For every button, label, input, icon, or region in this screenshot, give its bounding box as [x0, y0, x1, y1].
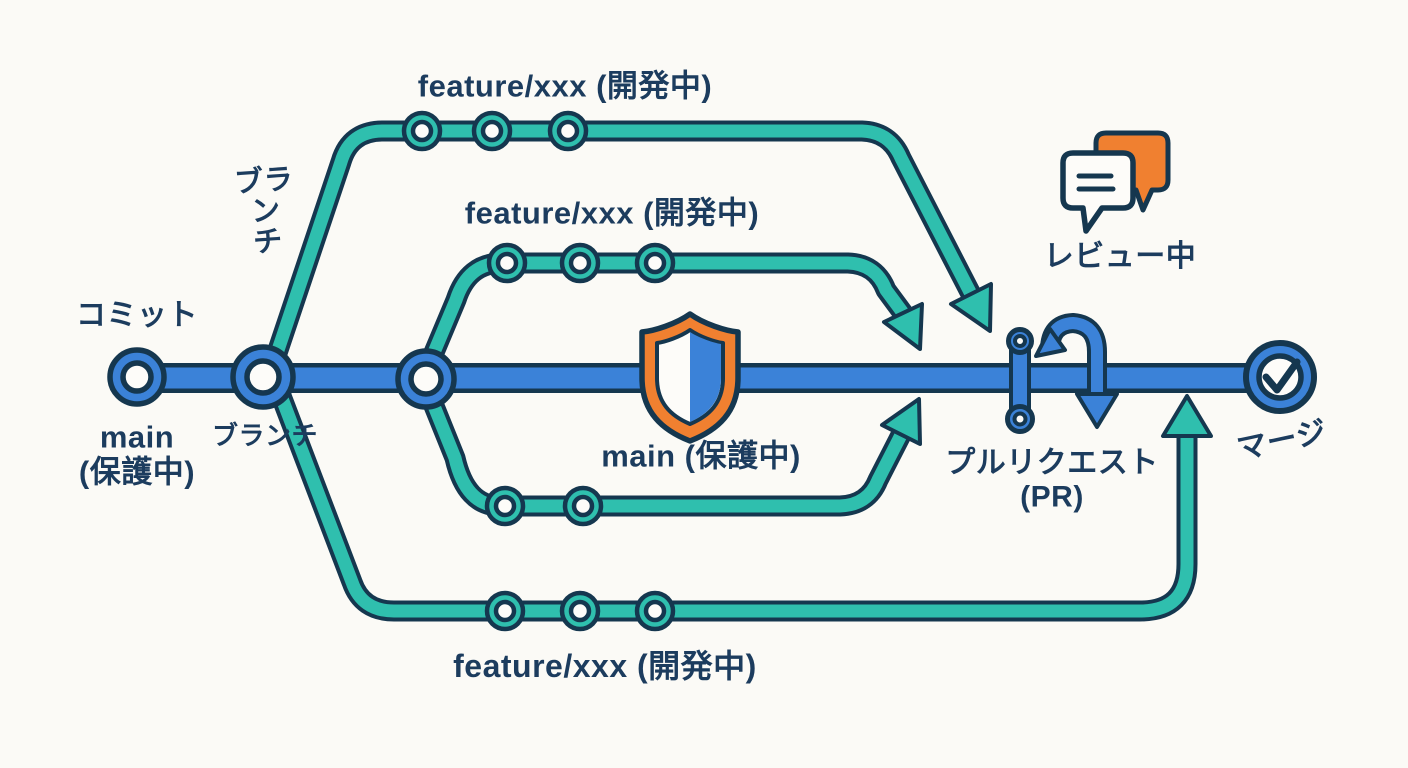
feature-branch-bottom-line — [268, 384, 1198, 622]
main-protected-center-label: main (保護中) — [601, 438, 801, 474]
feature-middle-label: feature/xxx (開発中) — [464, 195, 760, 231]
commit-label: コミット — [76, 299, 198, 333]
merge-check-icon — [1243, 340, 1317, 414]
commit-node-3 — [395, 348, 457, 410]
merge-arrowhead-top — [949, 282, 993, 333]
merge-arrowhead-lower-middle — [880, 397, 922, 446]
feature-branch-top-line — [262, 120, 981, 372]
shield-icon — [639, 311, 741, 444]
feature-bottom-commits — [484, 590, 676, 632]
feature-lower-middle-commits — [484, 485, 604, 527]
branch-node-label: ブランチ — [211, 420, 319, 451]
merge-arrowhead-bottom — [1161, 394, 1213, 438]
shield-blue-half — [690, 332, 721, 422]
merge-arrowhead-upper-middle — [882, 302, 924, 351]
review-label: レビュー中 — [1043, 240, 1197, 274]
review-chat-icon — [1060, 130, 1171, 234]
commit-node-1 — [107, 347, 167, 407]
check-mark — [1262, 358, 1301, 394]
pull-request-icon — [1005, 313, 1119, 434]
feature-top-commits — [401, 110, 589, 152]
branch-diagonal-label: ブラ ン チ — [233, 163, 295, 260]
main-protected-left-label: main (保護中) — [78, 419, 196, 489]
pr-back-arrowhead — [1034, 327, 1067, 358]
feature-upper-middle-commits — [486, 242, 676, 284]
pr-down-arrowhead — [1075, 392, 1119, 429]
pull-request-label: プルリクエスト (PR) — [945, 446, 1159, 513]
chat-bubble-front — [1060, 150, 1136, 234]
feature-bottom-label: feature/xxx (開発中) — [453, 648, 757, 685]
commit-node-branch-point — [230, 344, 296, 410]
feature-top-label: feature/xxx (開発中) — [417, 68, 713, 104]
